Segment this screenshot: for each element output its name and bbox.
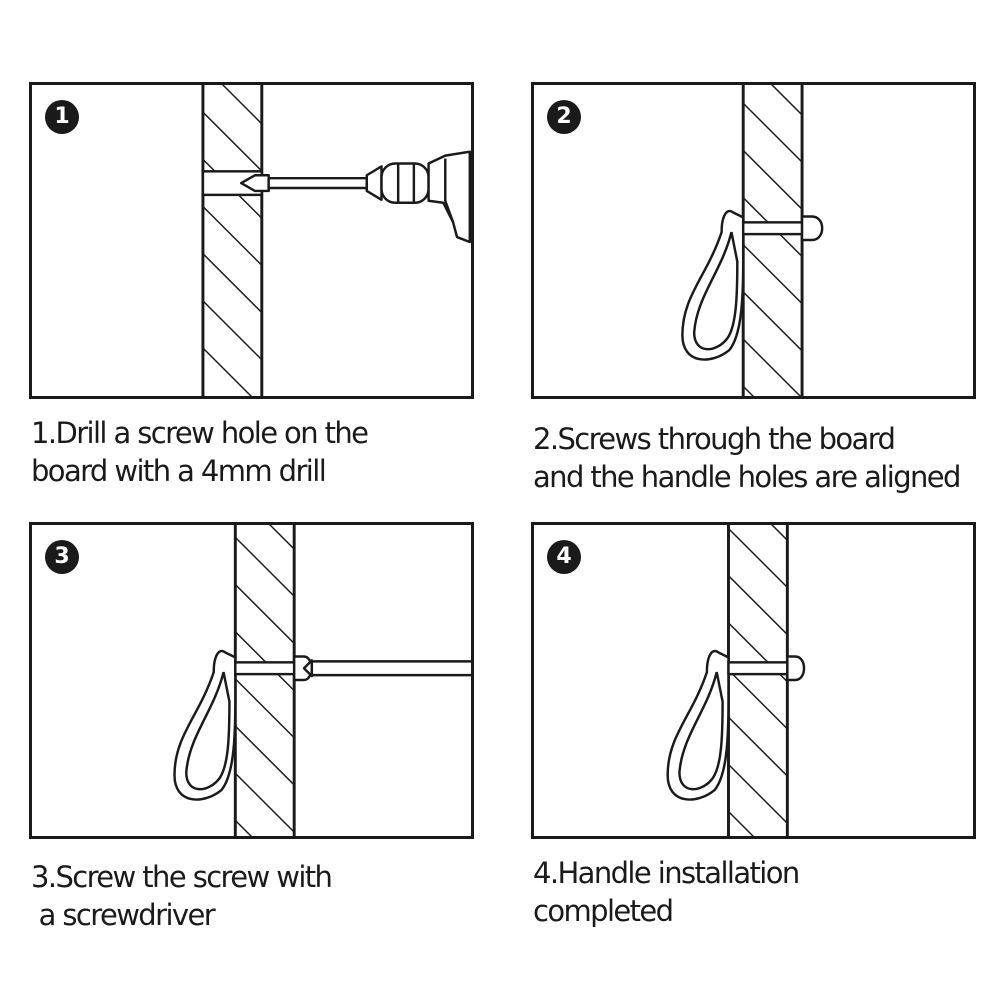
step-2-caption-line-1: 2.Screws through the board — [533, 422, 896, 456]
board-hatched — [201, 85, 264, 396]
step-4-caption: 4.Handle installation completed — [533, 854, 800, 930]
leather-handle-icon — [666, 649, 730, 801]
board-hatched — [741, 85, 804, 396]
screwdriver-icon — [302, 659, 471, 678]
step-4-number-badge: 4 — [547, 540, 581, 574]
step-3-caption: 3.Screw the screw with a screwdriver — [31, 858, 333, 934]
step-4-caption-line-2: completed — [533, 894, 674, 928]
drill-icon — [239, 150, 471, 244]
step-1-illustration — [201, 85, 471, 396]
step-1-caption-line-1: 1.Drill a screw hole on the — [31, 416, 369, 450]
step-3-caption-line-2: a screwdriver — [31, 898, 216, 932]
board-hatched — [727, 525, 789, 836]
step-2-illustration — [681, 85, 824, 396]
step-2-number-badge: 2 — [547, 100, 581, 134]
step-2-caption: 2.Screws through the board and the handl… — [533, 420, 961, 496]
step-1-panel: 1 — [29, 82, 474, 399]
screw-icon — [741, 215, 824, 242]
step-4-illustration — [666, 525, 806, 836]
screw-icon — [727, 655, 806, 682]
step-1-caption: 1.Drill a screw hole on the board with a… — [31, 414, 369, 490]
leather-handle-icon — [173, 649, 237, 801]
step-3-panel: 3 — [29, 522, 474, 839]
step-3-number-badge: 3 — [45, 540, 79, 574]
step-4-caption-line-1: 4.Handle installation — [533, 856, 800, 890]
step-1-number-badge: 1 — [45, 100, 79, 134]
step-4-panel: 4 — [531, 522, 976, 839]
leather-handle-icon — [681, 209, 745, 361]
step-3-illustration — [173, 525, 471, 836]
screw-icon — [234, 655, 313, 682]
step-1-caption-line-2: board with a 4mm drill — [31, 454, 327, 488]
step-2-caption-line-2: and the handle holes are aligned — [533, 460, 961, 494]
step-3-caption-line-1: 3.Screw the screw with — [31, 860, 333, 894]
step-2-panel: 2 — [531, 82, 976, 399]
board-hatched — [233, 525, 296, 836]
